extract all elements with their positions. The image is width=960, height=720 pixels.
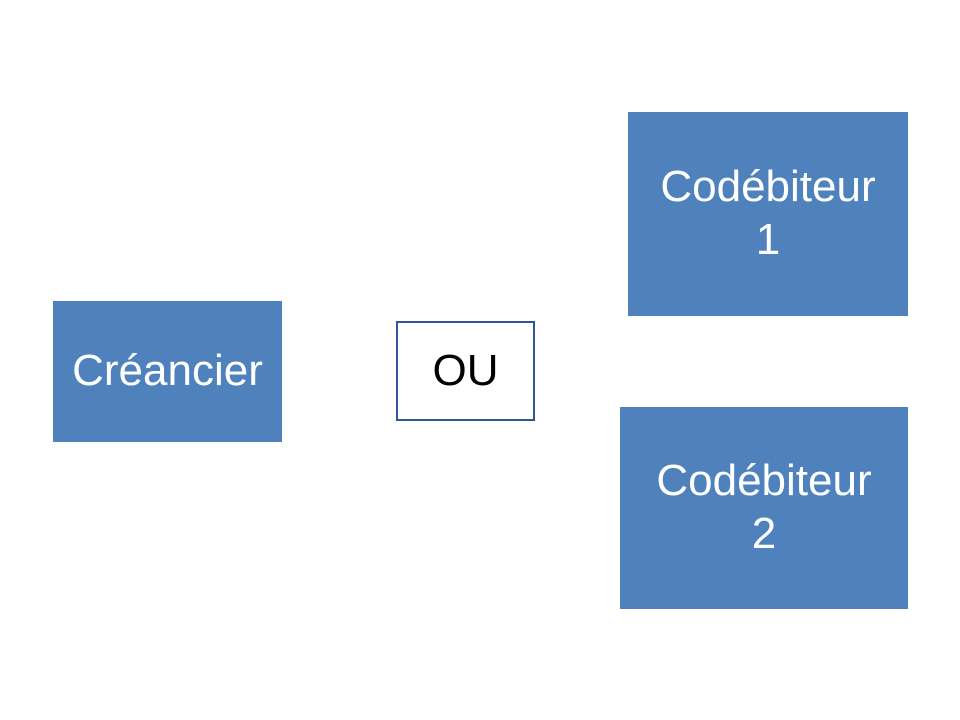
or-connector-box: OU: [396, 321, 535, 421]
creditor-label: Créancier: [72, 346, 263, 396]
creditor-box: Créancier: [53, 301, 282, 442]
co-debtor-2-number: 2: [751, 509, 777, 558]
or-connector-label: OU: [432, 345, 499, 395]
co-debtor-1-number: 1: [755, 215, 781, 264]
co-debtor-1-box: Codébiteur 1: [628, 112, 908, 316]
co-debtor-1-title: Codébiteur: [660, 162, 876, 212]
co-debtor-2-title: Codébiteur: [656, 456, 872, 506]
co-debtor-2-box: Codébiteur 2: [620, 407, 908, 609]
